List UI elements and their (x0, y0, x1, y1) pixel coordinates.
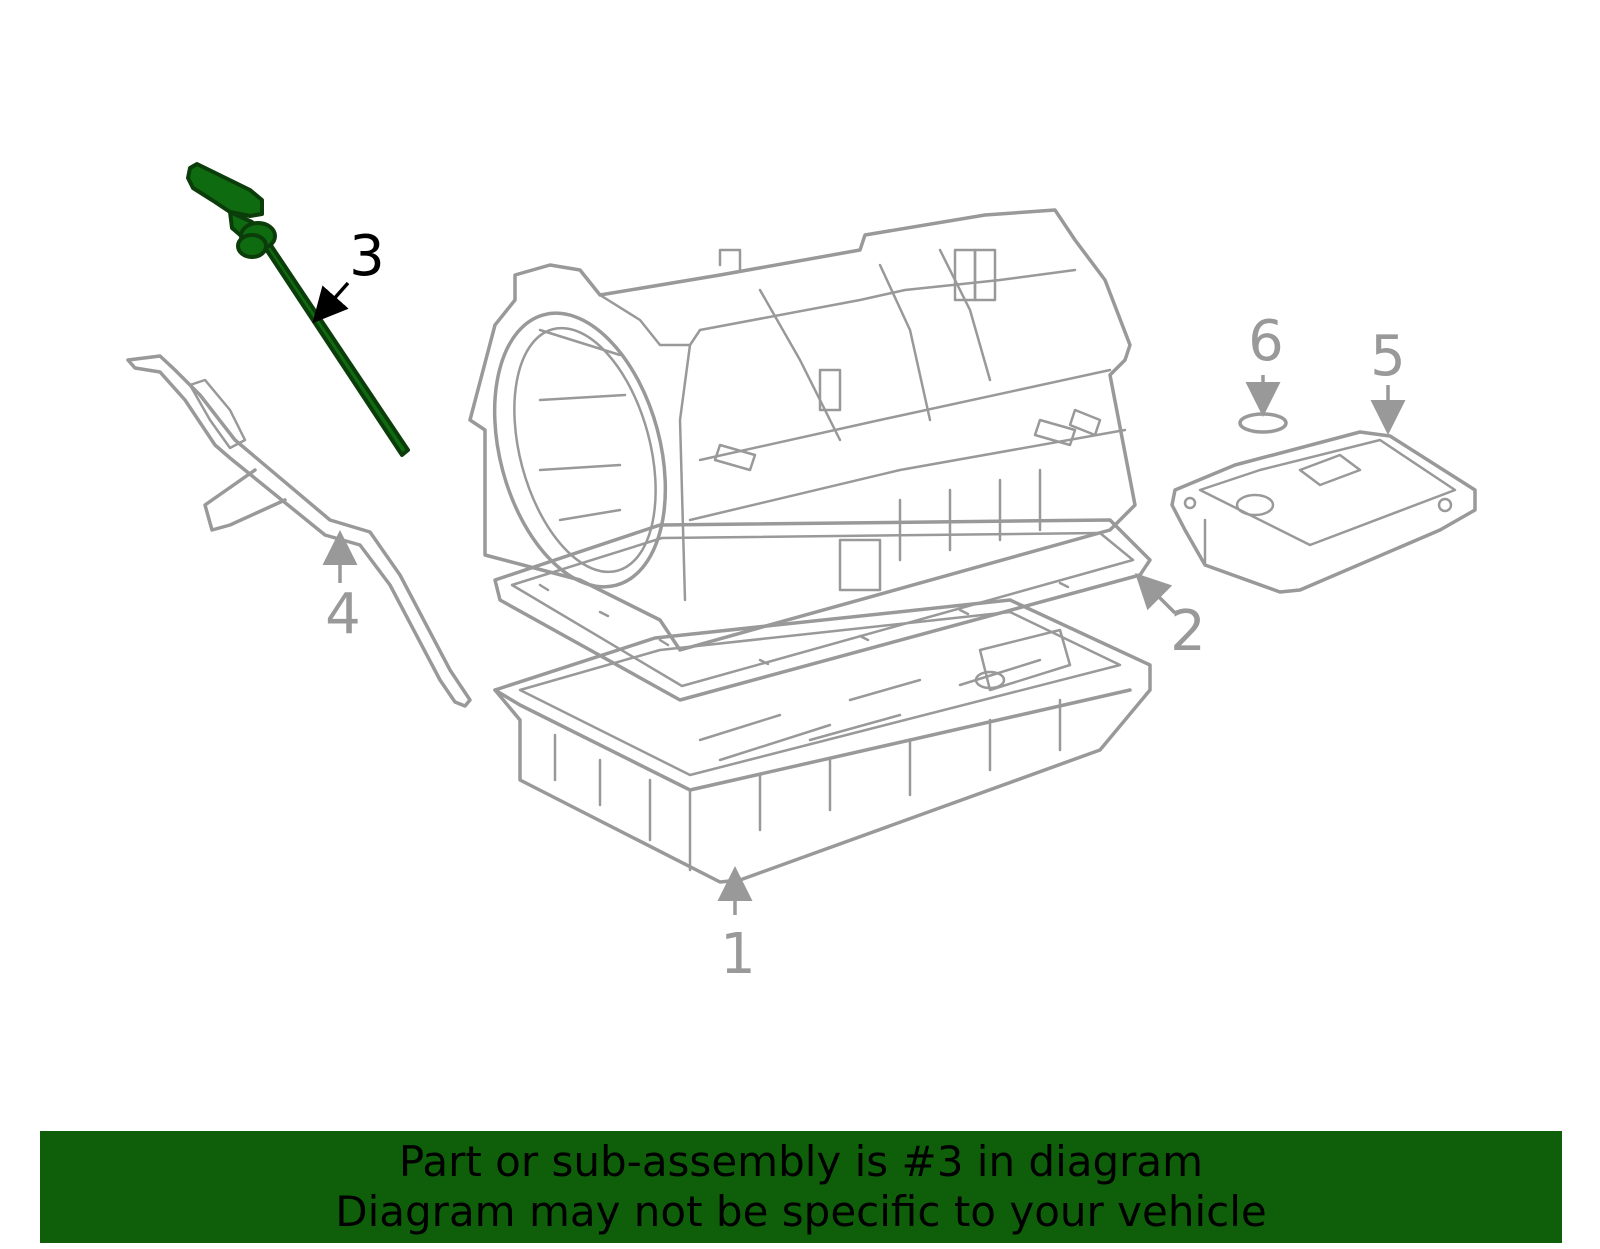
part-4-dipstick-tube[interactable] (126, 354, 472, 708)
part-6-o-ring[interactable] (1238, 412, 1288, 434)
banner-line-2: Diagram may not be specific to your vehi… (335, 1187, 1267, 1236)
callout-6[interactable]: 6 (1248, 309, 1284, 374)
callout-labels: 1 2 3 4 5 6 (325, 224, 1406, 987)
callout-1[interactable]: 1 (720, 922, 756, 987)
info-banner: Part or sub-assembly is #3 in diagram Di… (40, 1131, 1562, 1243)
leader-3 (312, 281, 350, 324)
leader-lines (312, 281, 1406, 915)
part-5-filter[interactable] (1170, 430, 1477, 594)
leader-2 (1135, 573, 1177, 615)
callout-5[interactable]: 5 (1370, 324, 1406, 389)
part-1-oil-pan[interactable] (493, 598, 1152, 884)
part-3-dipstick[interactable] (186, 162, 410, 457)
part-2-pan-gasket[interactable] (493, 518, 1152, 702)
callout-4[interactable]: 4 (325, 582, 361, 647)
callout-2[interactable]: 2 (1170, 599, 1206, 664)
transmission-housing (468, 208, 1137, 652)
banner-line-1: Part or sub-assembly is #3 in diagram (398, 1137, 1204, 1186)
callout-3[interactable]: 3 (349, 224, 385, 289)
